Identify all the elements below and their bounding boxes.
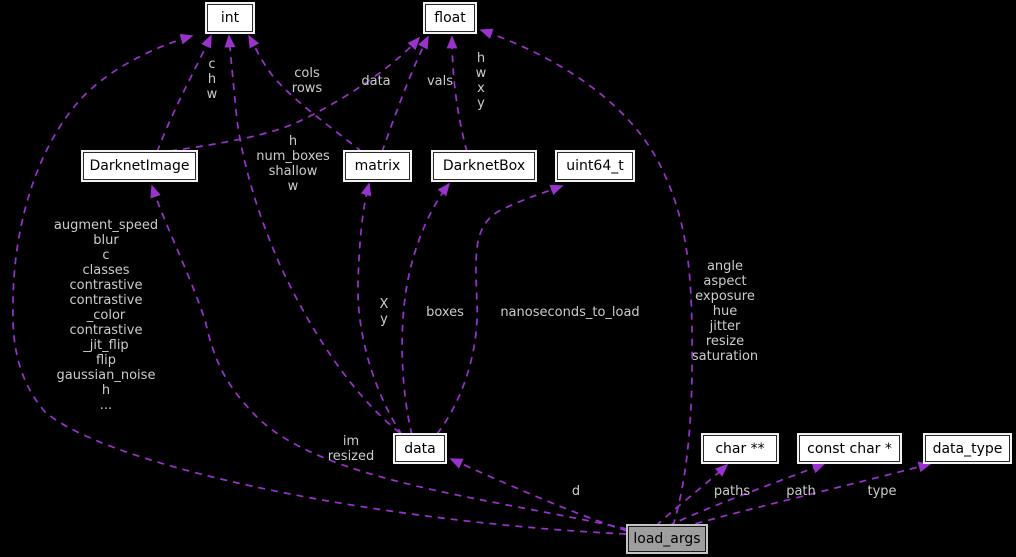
node-int[interactable]: int	[207, 4, 253, 32]
edge-darknetimage-float	[169, 36, 421, 152]
edge-data-matrix	[357, 182, 403, 436]
node-matrix[interactable]: matrix	[345, 152, 410, 180]
edge-load-args-const-char-ptr	[667, 463, 826, 527]
edge-load-args-int	[12, 33, 627, 535]
edge-data-int	[224, 34, 401, 434]
edge-load-args-data	[449, 458, 628, 532]
node-data[interactable]: data	[395, 435, 445, 462]
node-darknetbox[interactable]: DarknetBox	[433, 152, 535, 180]
node-uint64-t[interactable]: uint64_t	[557, 152, 633, 180]
node-data-type[interactable]: data_type	[925, 435, 1010, 462]
edge-matrix-float	[381, 35, 429, 153]
edge-load-args-data-type	[682, 461, 932, 528]
edge-load-args-darknetimage	[150, 184, 628, 530]
edge-data-uint64	[436, 184, 564, 435]
edge-darknetbox-float	[446, 35, 468, 153]
edge-data-darknetbox	[401, 182, 451, 436]
node-darknetimage[interactable]: DarknetImage	[83, 152, 196, 180]
node-const-char-ptr[interactable]: const char *	[799, 435, 900, 462]
node-load-args[interactable]: load_args	[628, 526, 706, 552]
edge-load-args-float	[479, 28, 694, 527]
edge-darknetimage-int	[156, 34, 212, 153]
edge-matrix-int	[248, 34, 363, 153]
edge-load-args-char-ptr-ptr	[655, 463, 729, 527]
node-float[interactable]: float	[425, 4, 475, 32]
node-char-ptr-ptr[interactable]: char **	[703, 435, 777, 462]
